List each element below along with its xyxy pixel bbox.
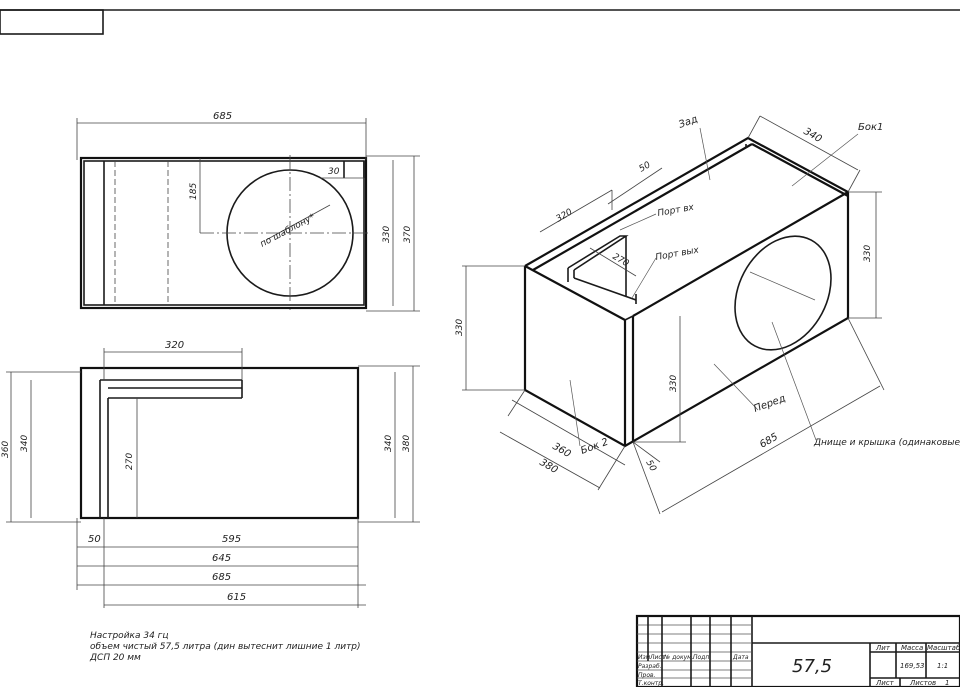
- iso-speaker-hole: [734, 235, 832, 351]
- sheet-frame: [0, 9, 960, 35]
- dim-685-top: 685: [213, 111, 232, 122]
- dim-185: 185: [189, 183, 199, 200]
- tb-header-lit: Лит: [875, 644, 891, 652]
- iso-dim-380: 380: [538, 457, 560, 476]
- iso-dim-330-left: 330: [455, 319, 465, 336]
- iso-dim-340: 340: [802, 126, 824, 145]
- label-bottom-top: Днище и крышка (одинаковые): [813, 438, 960, 448]
- tb-role-dev: Разраб.: [638, 663, 662, 670]
- label-front: Перед: [752, 393, 787, 415]
- iso-dim-50-bottom: 50: [643, 459, 658, 474]
- iso-dim-360: 360: [551, 441, 573, 460]
- dim-645: 645: [212, 553, 231, 564]
- drawing-notes: Настройка 34 гц объем чистый 57,5 литра …: [90, 631, 361, 664]
- top-view: по шаблону* 685 185 30 330 370: [76, 111, 420, 312]
- dim-340-plan-right: 340: [384, 435, 394, 452]
- label-port-out: Порт вых: [655, 245, 701, 263]
- title-block: Изм Лист № докум. Подп. Дата Разраб. Про…: [635, 614, 960, 687]
- tb-sheets-count: 1: [945, 679, 949, 687]
- tb-sheets: Листов: [909, 679, 936, 687]
- dim-50-plan: 50: [88, 534, 101, 545]
- dim-380-plan: 380: [402, 435, 412, 452]
- note-tuning: Настройка 34 гц: [90, 631, 169, 641]
- dim-685-plan: 685: [212, 572, 231, 583]
- dim-360-plan: 360: [1, 441, 11, 458]
- tb-mass: 169,53: [900, 662, 925, 670]
- dim-615: 615: [227, 592, 246, 603]
- label-port-in: Порт вх: [657, 203, 696, 219]
- dim-320-plan: 320: [165, 340, 184, 351]
- iso-dim-330-right: 330: [863, 245, 873, 262]
- dim-30: 30: [328, 167, 340, 177]
- note-material: ДСП 20 мм: [90, 653, 141, 663]
- label-back: Зад: [677, 114, 699, 131]
- iso-dim-50-top: 50: [638, 160, 653, 175]
- tb-row-date: Дата: [732, 654, 749, 661]
- hole-template-note: по шаблону*: [259, 212, 318, 249]
- tb-row-sign: Подп.: [693, 654, 711, 661]
- dim-370-top: 370: [403, 226, 413, 243]
- iso-dim-685: 685: [758, 432, 780, 451]
- tb-header-mass: Масса: [901, 644, 923, 652]
- label-side1: Бок1: [858, 122, 883, 133]
- tb-row-izm: Изм: [638, 654, 651, 661]
- tb-scale: 1:1: [937, 662, 948, 670]
- iso-view: 340 320 50 270 330 330 330 360 380 50 68…: [455, 114, 960, 515]
- iso-dim-320: 320: [555, 207, 575, 224]
- tb-role-tcontrol: Т.контр.: [638, 680, 664, 687]
- iso-dim-330-mid: 330: [669, 375, 679, 392]
- tb-sheet: Лист: [875, 679, 895, 687]
- dim-340-plan-left: 340: [20, 435, 30, 452]
- dim-330-top: 330: [382, 226, 392, 243]
- tb-header-scale: Масштаб: [927, 644, 960, 652]
- tb-row-doc: № докум.: [663, 654, 694, 661]
- tb-role-check: Пров.: [638, 672, 656, 679]
- tb-volume: 57,5: [792, 656, 832, 677]
- dim-270-plan: 270: [125, 453, 135, 470]
- note-volume: объем чистый 57,5 литра (дин вытеснит ли…: [90, 642, 361, 652]
- dim-595: 595: [222, 534, 241, 545]
- tb-row-list: Лист: [649, 654, 666, 661]
- plan-view: 320 270 360 340 340 380 50 595 645 685 6…: [1, 340, 420, 608]
